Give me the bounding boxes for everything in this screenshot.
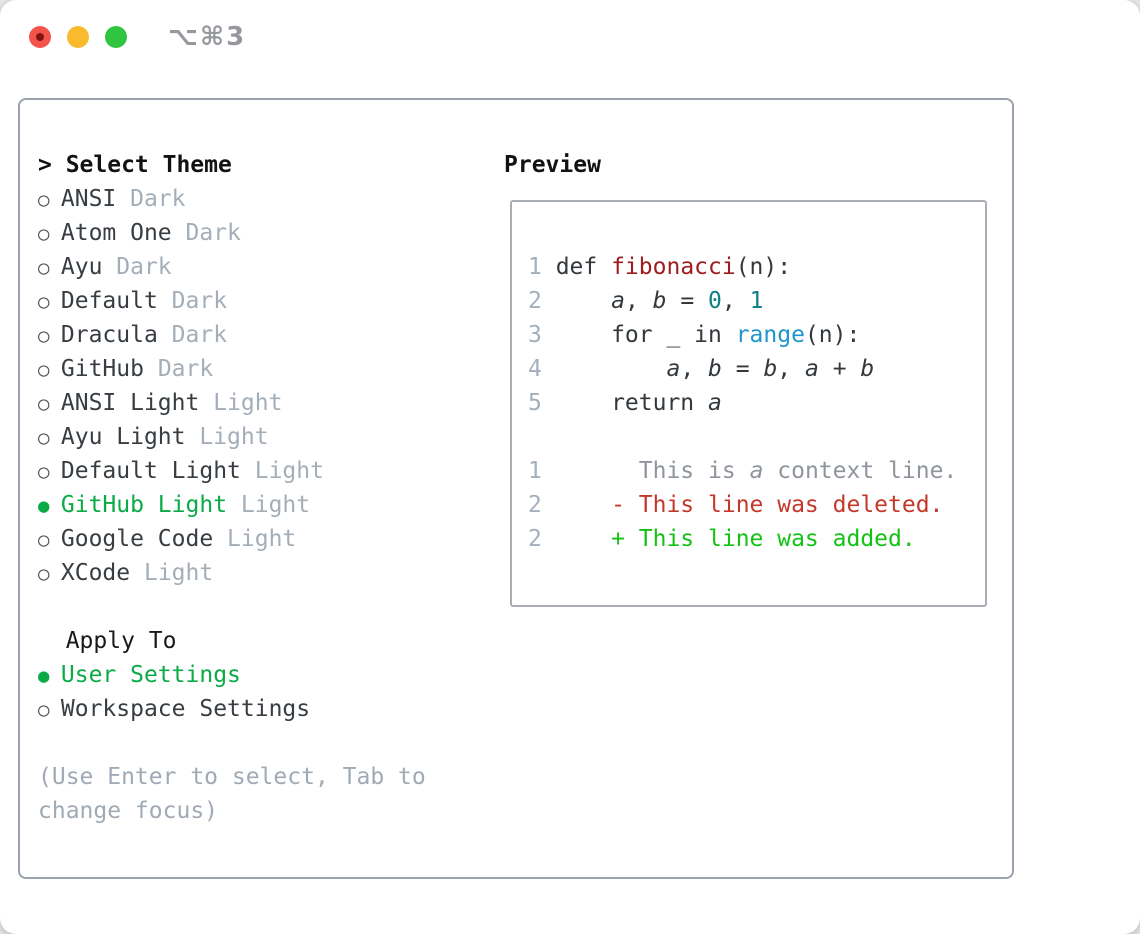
theme-option-ayu[interactable]: ○ Ayu Dark bbox=[38, 250, 426, 284]
apply-to-list: ● User Settings ○ Workspace Settings bbox=[38, 658, 426, 726]
option-label: User Settings bbox=[60, 662, 241, 688]
title-bar: ⌥⌘3 bbox=[0, 0, 1140, 74]
theme-option-default-light[interactable]: ○ Default Light Light bbox=[38, 454, 426, 488]
radio-icon: ○ bbox=[38, 461, 50, 483]
close-button[interactable] bbox=[29, 26, 51, 48]
radio-icon: ○ bbox=[38, 427, 50, 449]
spacer bbox=[38, 590, 426, 624]
variant-tag: Light bbox=[227, 526, 297, 552]
variant-tag: Light bbox=[254, 458, 324, 484]
variant-tag: Light bbox=[199, 424, 269, 450]
minimize-button[interactable] bbox=[67, 26, 89, 48]
apply-option-workspace-settings[interactable]: ○ Workspace Settings bbox=[38, 692, 426, 726]
variant-tag: Dark bbox=[171, 322, 228, 348]
variant-tag: Dark bbox=[130, 186, 186, 212]
hint-line-2: change focus) bbox=[38, 798, 219, 824]
window-title: ⌥⌘3 bbox=[168, 22, 247, 52]
option-label: Atom One bbox=[60, 220, 172, 246]
code-line: 2 + This line was added. bbox=[528, 522, 985, 556]
theme-option-github-light[interactable]: ● GitHub Light Light bbox=[38, 488, 426, 522]
preview-title: Preview bbox=[504, 152, 601, 178]
variant-tag: Dark bbox=[116, 254, 172, 280]
code-line: 2 - This line was deleted. bbox=[528, 488, 985, 522]
option-label: Workspace Settings bbox=[60, 696, 311, 722]
theme-option-atom-one[interactable]: ○ Atom One Dark bbox=[38, 216, 426, 250]
hint-line-1: (Use Enter to select, Tab to bbox=[38, 764, 426, 790]
radio-icon: ● bbox=[38, 495, 50, 517]
radio-icon: ○ bbox=[38, 291, 50, 313]
radio-icon: ○ bbox=[38, 189, 50, 211]
variant-tag: Dark bbox=[171, 288, 228, 314]
option-label: Default bbox=[60, 288, 158, 314]
theme-option-ayu-light[interactable]: ○ Ayu Light Light bbox=[38, 420, 426, 454]
variant-tag: Light bbox=[240, 492, 311, 518]
line-number: 2 bbox=[528, 526, 542, 552]
variant-tag: Dark bbox=[157, 356, 214, 382]
radio-icon: ○ bbox=[38, 359, 50, 381]
option-label: Google Code bbox=[60, 526, 214, 552]
prompt-icon: > bbox=[38, 152, 52, 178]
line-number: 2 bbox=[528, 492, 542, 518]
code-line: 5 return a bbox=[528, 386, 985, 420]
theme-option-dracula[interactable]: ○ Dracula Dark bbox=[38, 318, 426, 352]
line-number: 5 bbox=[528, 390, 542, 416]
select-theme-title: Select Theme bbox=[65, 152, 232, 178]
apply-to-title: Apply To bbox=[65, 628, 177, 654]
radio-icon: ○ bbox=[38, 393, 50, 415]
line-number: 1 bbox=[528, 458, 542, 484]
radio-icon: ○ bbox=[38, 529, 50, 551]
option-label: GitHub bbox=[60, 356, 144, 382]
code-line: 1 This is a context line. bbox=[528, 454, 985, 488]
theme-option-xcode[interactable]: ○ XCode Light bbox=[38, 556, 426, 590]
line-number: 1 bbox=[528, 254, 542, 280]
code-line: 3 for _ in range(n): bbox=[528, 318, 985, 352]
zoom-button[interactable] bbox=[105, 26, 127, 48]
line-number: 2 bbox=[528, 288, 542, 314]
code-line: 4 a, b = b, a + b bbox=[528, 352, 985, 386]
code-line: 2 a, b = 0, 1 bbox=[528, 284, 985, 318]
option-label: Ayu Light bbox=[60, 424, 186, 450]
apply-option-user-settings[interactable]: ● User Settings bbox=[38, 658, 426, 692]
theme-option-ansi-light[interactable]: ○ ANSI Light Light bbox=[38, 386, 426, 420]
option-label: Default Light bbox=[60, 458, 241, 484]
radio-icon: ○ bbox=[38, 325, 50, 347]
theme-option-github[interactable]: ○ GitHub Dark bbox=[38, 352, 426, 386]
theme-option-google-code[interactable]: ○ Google Code Light bbox=[38, 522, 426, 556]
close-dot-icon bbox=[36, 33, 44, 41]
line-number: 3 bbox=[528, 322, 542, 348]
option-label: ANSI bbox=[60, 186, 117, 212]
spacer bbox=[38, 726, 426, 760]
radio-icon: ○ bbox=[38, 257, 50, 279]
option-label: Dracula bbox=[60, 322, 158, 348]
option-label: XCode bbox=[60, 560, 131, 586]
theme-option-ansi[interactable]: ○ ANSI Dark bbox=[38, 182, 426, 216]
select-theme-header: > Select Theme bbox=[38, 148, 426, 182]
variant-tag: Light bbox=[143, 560, 214, 586]
code-line bbox=[528, 420, 985, 454]
variant-tag: Light bbox=[213, 390, 283, 416]
option-label: GitHub Light bbox=[60, 492, 228, 518]
radio-icon: ○ bbox=[38, 699, 50, 721]
option-label: ANSI Light bbox=[60, 390, 200, 416]
apply-to-header: Apply To bbox=[38, 624, 426, 658]
radio-icon: ○ bbox=[38, 223, 50, 245]
option-label: Ayu bbox=[60, 254, 103, 280]
theme-option-default[interactable]: ○ Default Dark bbox=[38, 284, 426, 318]
variant-tag: Dark bbox=[185, 220, 241, 246]
radio-icon: ● bbox=[38, 665, 50, 687]
radio-icon: ○ bbox=[38, 563, 50, 585]
line-number: 4 bbox=[528, 356, 542, 382]
